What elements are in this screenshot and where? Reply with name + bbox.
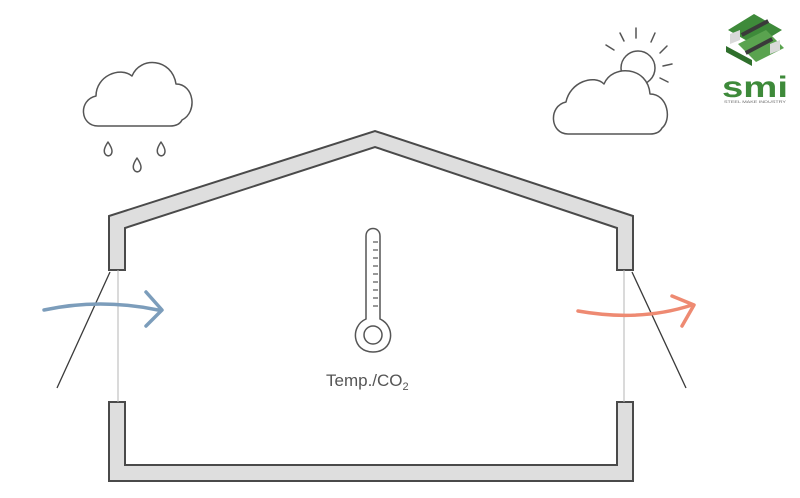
right-window-flap (631, 271, 687, 389)
outflow-arrow (576, 294, 696, 328)
smi-emblem (726, 14, 784, 66)
left-window-flap (56, 271, 111, 389)
left-window (56, 270, 119, 402)
temp-co2-label: Temp./CO2 (326, 371, 409, 393)
co2-subscript: 2 (403, 381, 409, 393)
building-shell (108, 129, 634, 482)
smi-tagline: STEEL MAKE INDUSTRY (724, 99, 786, 104)
smi-wordmark: smi (722, 71, 788, 104)
temp-co2-text: Temp./CO (326, 371, 403, 390)
smi-logo: smi STEEL MAKE INDUSTRY (722, 14, 788, 104)
inflow-arrow (42, 290, 164, 328)
roof-upper-walls (108, 129, 634, 271)
lower-walls-floor (108, 401, 634, 482)
thermometer-icon (354, 227, 392, 353)
right-window (623, 270, 687, 402)
sun-cloud-icon (552, 27, 673, 135)
rain-cloud-icon (82, 61, 193, 173)
